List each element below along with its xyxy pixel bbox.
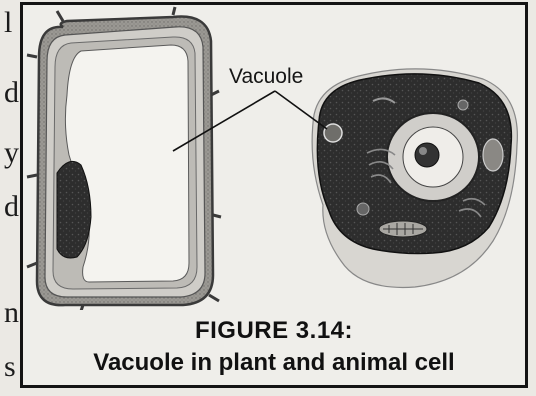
animal-vacuole <box>324 124 342 142</box>
margin-fragment: y <box>4 138 19 168</box>
margin-fragment: s <box>4 352 16 382</box>
figure-caption: Vacuole in plant and animal cell <box>23 349 525 377</box>
vesicle <box>458 100 468 110</box>
vacuole-label: Vacuole <box>229 65 303 88</box>
animal-cell <box>312 69 517 288</box>
lysosome <box>357 203 369 215</box>
margin-fragment: l <box>4 8 12 38</box>
plant-cell <box>27 7 221 310</box>
animal-nucleolus <box>415 143 439 167</box>
figure-box: Vacuole FIGURE 3.14: Vacuole in plant an… <box>20 2 528 388</box>
nucleolus-highlight <box>419 147 427 155</box>
margin-fragment: n <box>4 298 19 328</box>
figure-number: FIGURE 3.14: <box>23 317 525 345</box>
margin-fragment: d <box>4 78 19 108</box>
organelle-right <box>483 139 503 171</box>
margin-fragment: d <box>4 192 19 222</box>
cell-diagram: Vacuole <box>23 5 525 310</box>
